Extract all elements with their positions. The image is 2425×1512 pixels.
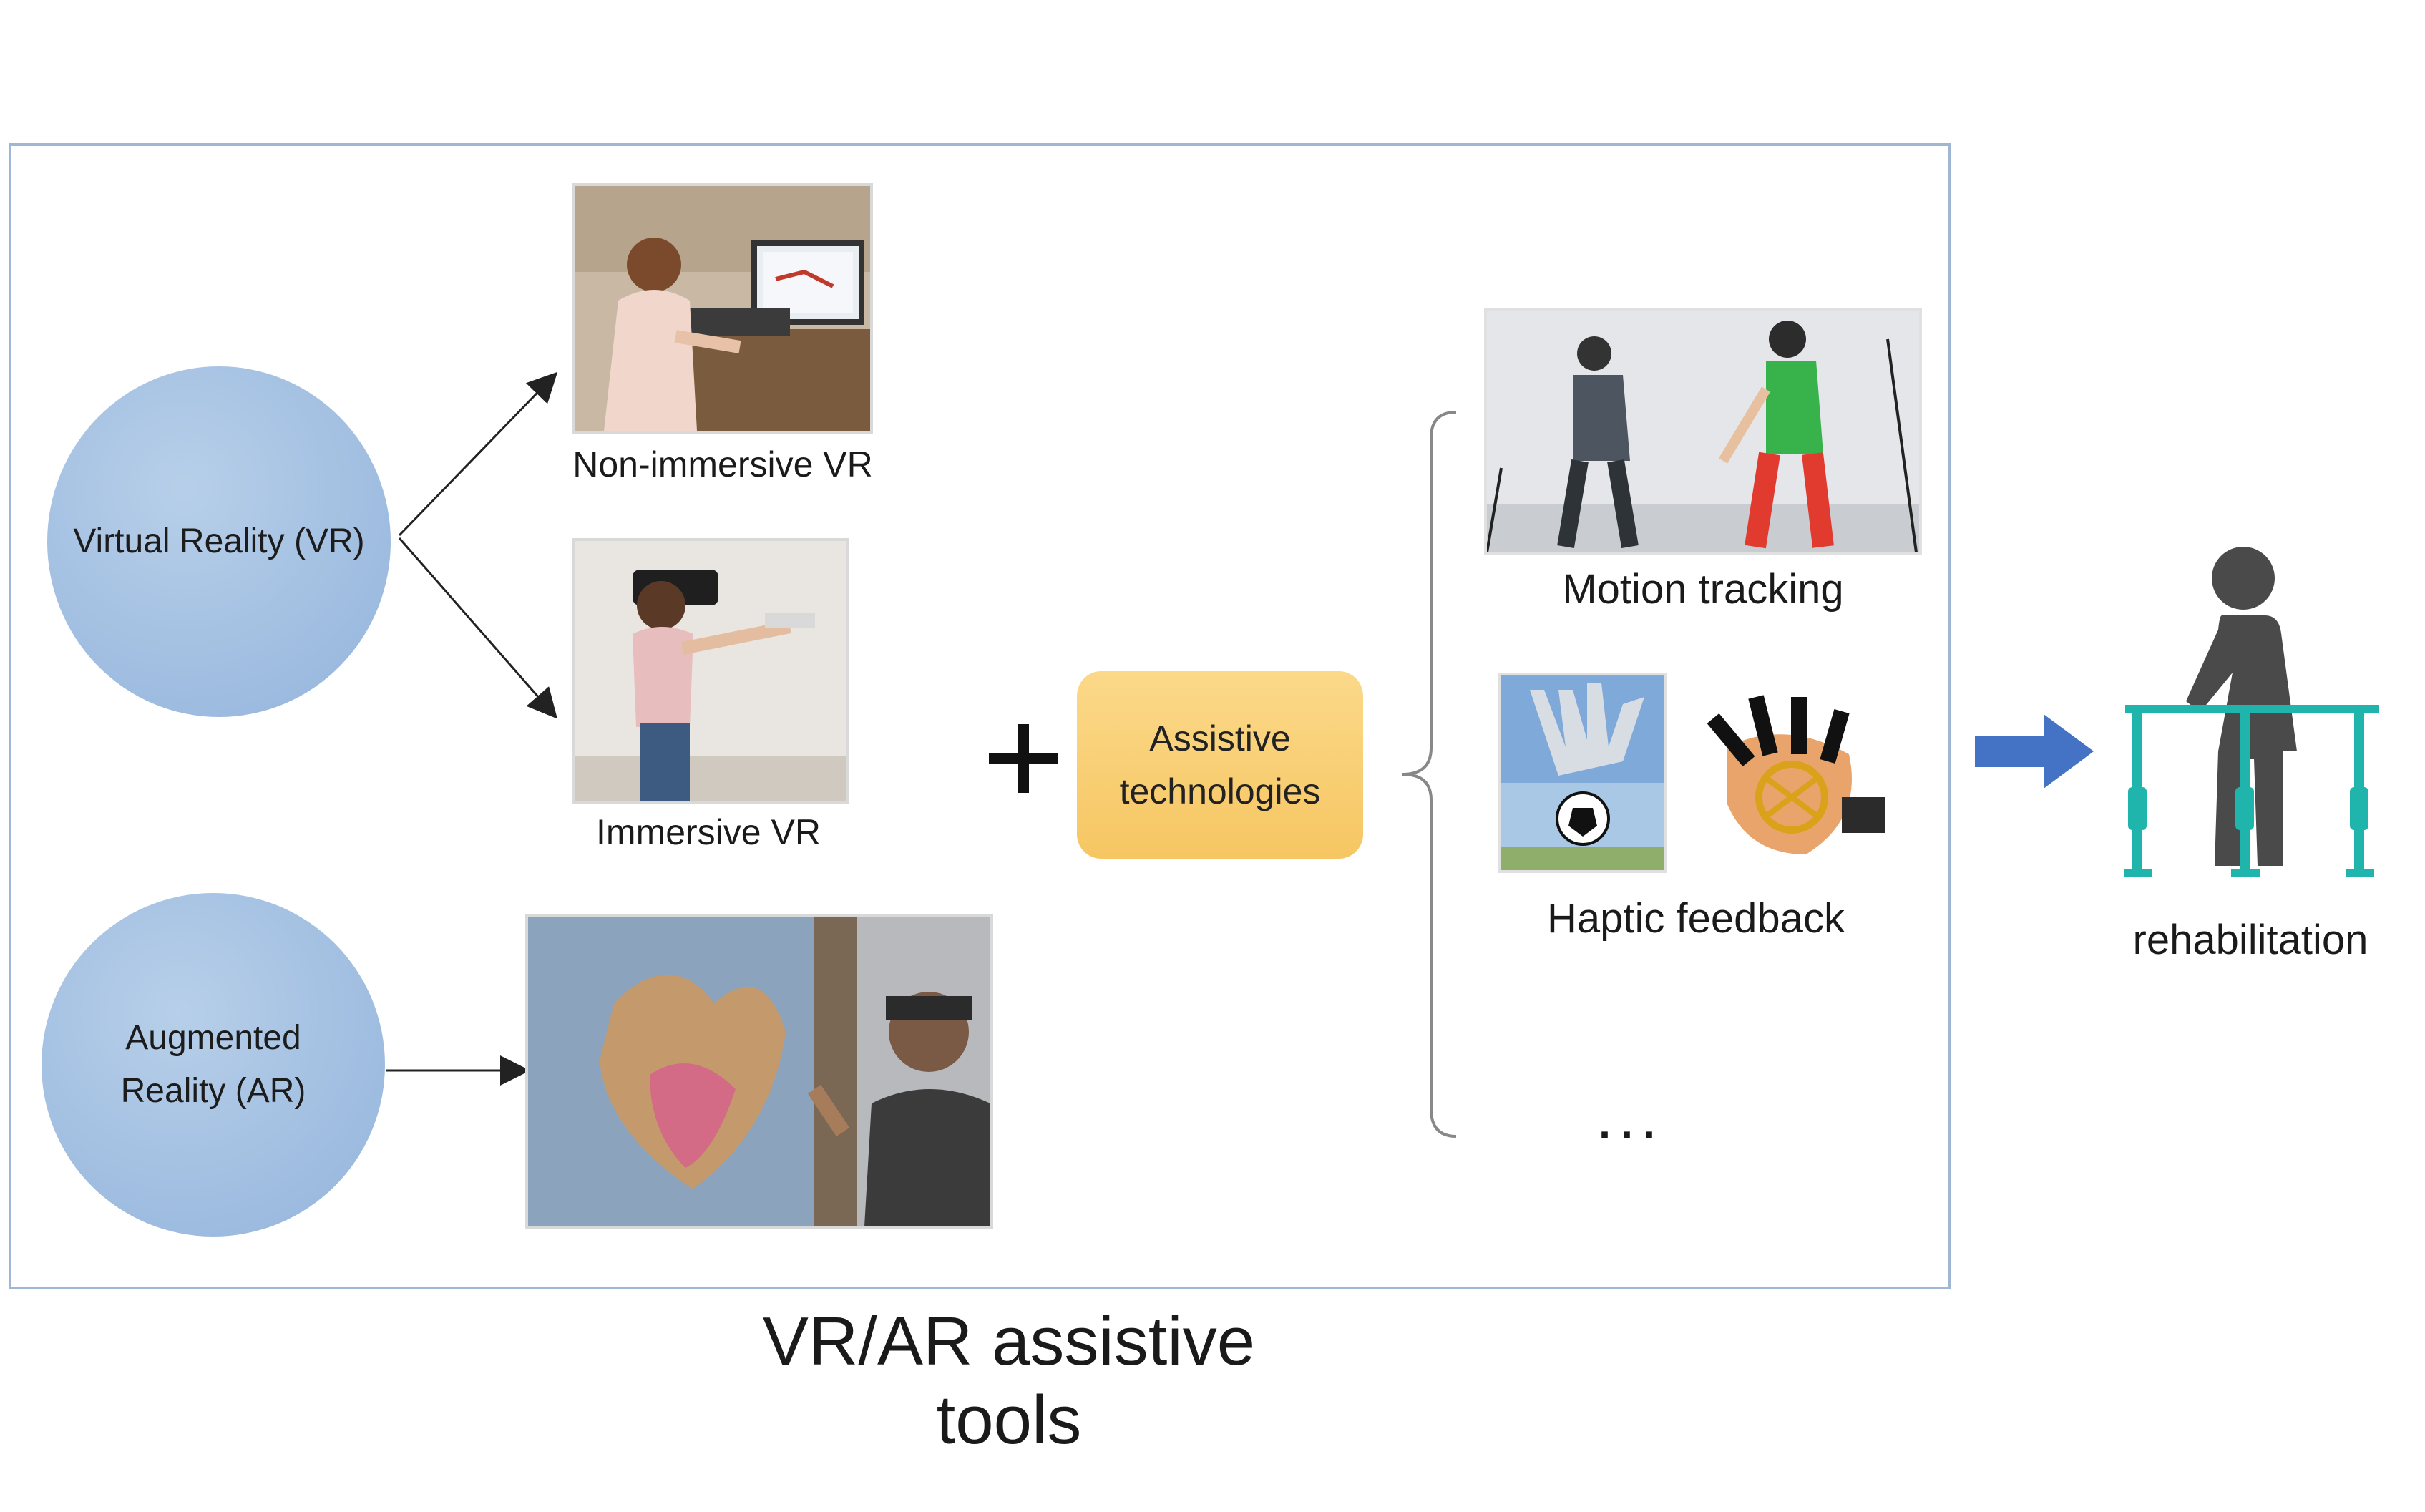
haptic-exoskeleton-glove-photo	[1682, 673, 1896, 873]
arrow-vr-to-immersive	[398, 537, 557, 719]
ar-circle: Augmented Reality (AR)	[42, 893, 385, 1237]
vr-circle-label: Virtual Reality (VR)	[73, 522, 365, 560]
vr-ar-tools-frame	[9, 143, 1951, 1289]
non-immersive-vr-photo	[572, 183, 873, 434]
plus-icon	[989, 724, 1058, 793]
ar-circle-label-line1: Augmented	[125, 1019, 301, 1057]
motion-tracking-caption: Motion tracking	[1562, 566, 1844, 613]
right-arrow-icon	[1975, 714, 2094, 789]
immersive-vr-photo	[572, 538, 849, 804]
assistive-label-line2: technologies	[1119, 771, 1321, 811]
curly-brace	[1402, 411, 1457, 1138]
ar-circle-label-line2: Reality (AR)	[120, 1072, 306, 1110]
haptic-feedback-caption: Haptic feedback	[1547, 895, 1845, 942]
vr-circle: Virtual Reality (VR)	[47, 366, 391, 717]
immersive-vr-caption: Immersive VR	[596, 812, 821, 852]
assistive-label-line1: Assistive	[1149, 718, 1291, 759]
haptic-glove-vr-photo	[1498, 673, 1667, 873]
rehabilitation-caption: rehabilitation	[2132, 917, 2368, 963]
more-ellipsis: ...	[1596, 1081, 1663, 1153]
non-immersive-vr-caption: Non-immersive VR	[572, 444, 873, 484]
assistive-technologies-box: Assistive technologies	[1077, 671, 1363, 859]
motion-tracking-photo	[1484, 308, 1922, 555]
arrow-vr-to-nonimmersive	[398, 371, 558, 537]
ar-heart-photo	[525, 914, 993, 1229]
rehabilitation-figure-icon	[2124, 547, 2379, 877]
diagram-title: VR/AR assistive tools	[762, 1303, 1256, 1458]
